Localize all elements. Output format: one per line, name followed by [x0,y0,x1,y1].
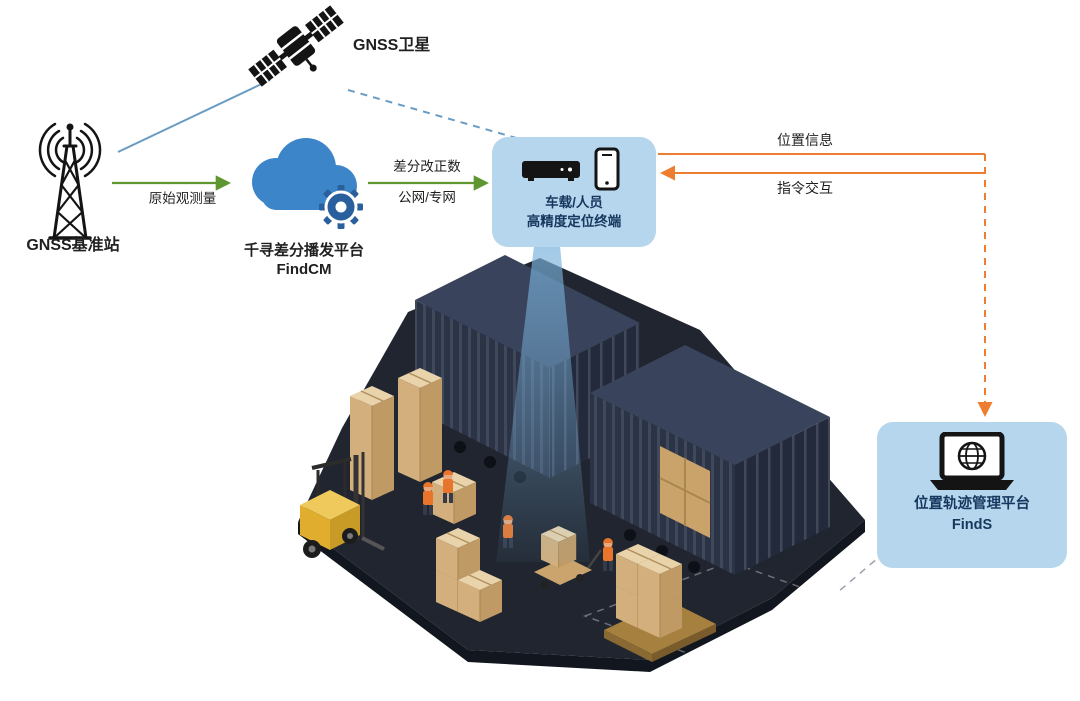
base-station-icon [38,122,102,240]
cargo-stack [398,368,442,482]
finds-to-yard-line [837,551,886,593]
laptop-globe-icon [930,432,1014,490]
management-title: 位置轨迹管理平台 [914,496,1030,512]
forklift [300,452,385,558]
terminal-card: 车载/人员 高精度定位终端 [492,137,656,247]
correction-label-1: 差分改正数 [393,159,461,174]
satellite-to-terminal-line [347,89,528,142]
management-platform-card: 位置轨迹管理平台 FindS [877,422,1067,568]
cargo-crate [435,527,481,581]
warehouse-scene [298,255,865,672]
container-2 [590,345,830,575]
cloud-platform-label: 千寻差分播发平台 FindCM [224,242,384,280]
base-station-label: GNSS基准站 [26,237,120,254]
correction-label-2: 公网/专网 [398,190,456,205]
terminal-devices-icon [522,147,620,191]
terminal-label-line2: 高精度定位终端 [526,214,622,229]
gear-icon [319,185,363,229]
management-subtitle: FindS [951,517,993,533]
satellite-label: GNSS卫星 [353,37,431,54]
cloud-platform-icon [252,138,363,229]
positioning-beam [496,246,590,562]
satellite-to-base-line [117,79,271,153]
cargo-crate [637,553,683,607]
globe-icon [957,441,987,471]
command-label: 指令交互 [777,180,833,196]
raw-obs-label: 原始观测量 [148,191,217,206]
media-box-icon [522,161,580,181]
cargo-crate [457,569,503,623]
terminal-label-line1: 车载/人员 [545,195,603,210]
platform-edge [298,520,865,672]
pallet-jack [534,525,603,589]
position-info-label: 位置信息 [777,132,833,148]
cloud-title: 千寻差分播发平台 [243,242,364,259]
cloud-subtitle: FindCM [276,260,332,278]
floor-marking [582,561,845,658]
satellite-icon [248,5,344,87]
cargo-crate [431,471,477,525]
smartphone-icon [594,147,620,191]
